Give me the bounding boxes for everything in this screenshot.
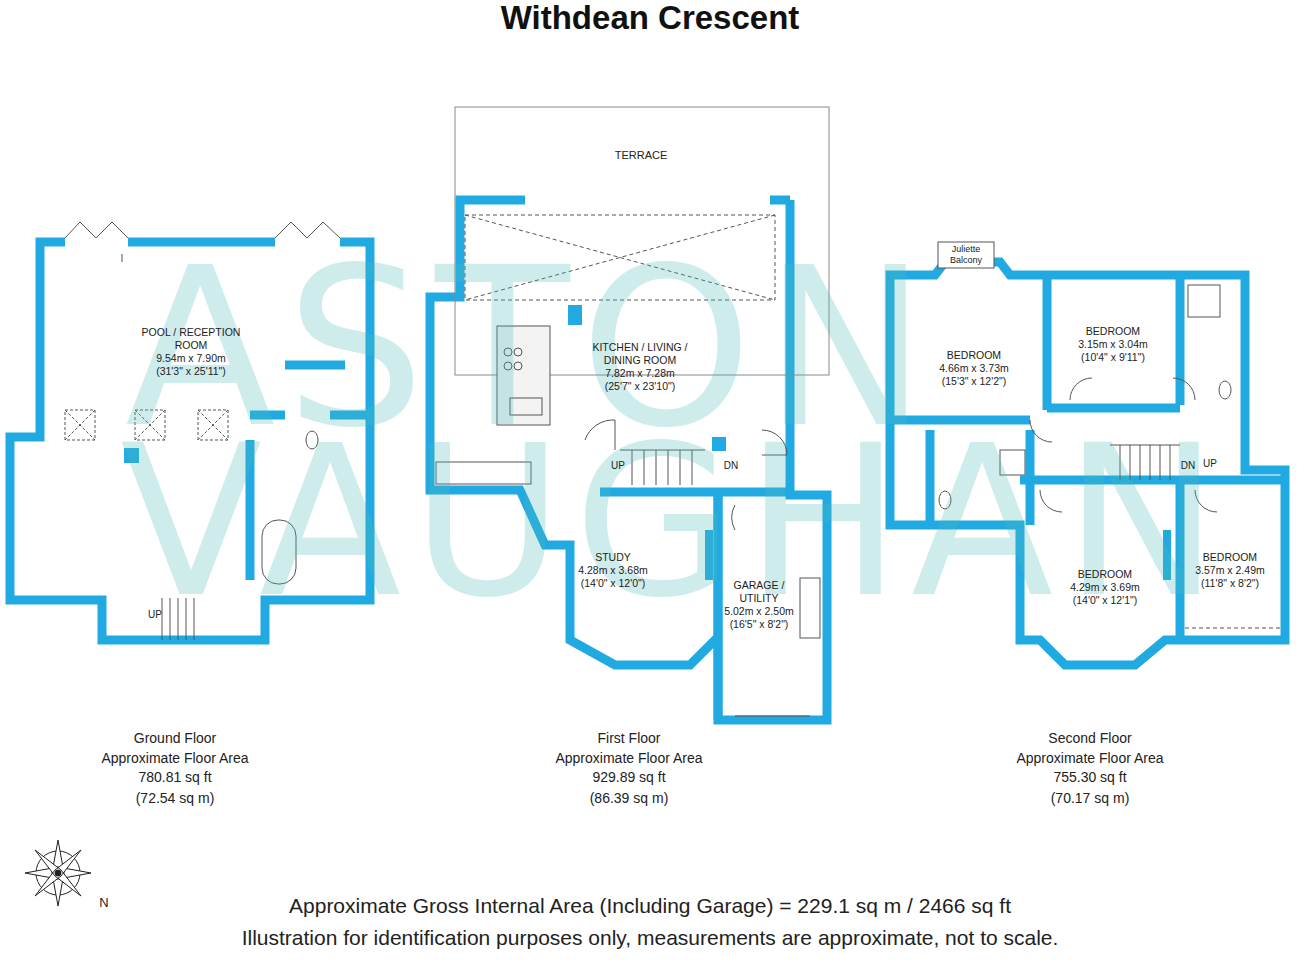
room-name: KITCHEN / LIVING / DINING ROOM (581, 341, 699, 367)
room-label: BEDROOM3.15m x 3.04m(10'4" x 9'11") (1058, 325, 1168, 364)
floor-area-value: (70.17 sq m) (1051, 790, 1130, 807)
floor-name: Ground Floor (134, 730, 216, 747)
room-dimension: (15'3" x 12'2") (919, 375, 1029, 388)
room-dimension: (16'5" x 8'2") (718, 618, 800, 631)
room-label: STUDY4.28m x 3.68m(14'0" x 12'0") (558, 551, 668, 590)
room-label: KITCHEN / LIVING / DINING ROOM7.82m x 7.… (581, 341, 699, 394)
room-name: BEDROOM (1182, 551, 1278, 564)
fixtures (25, 107, 1280, 906)
room-name: TERRACE (596, 149, 686, 163)
room-label: BEDROOM4.66m x 3.73m(15'3" x 12'2") (919, 349, 1029, 388)
compass-star (25, 840, 91, 906)
floor-area-value: 780.81 sq ft (138, 769, 211, 786)
floor-area-label: Approximate Floor Area (1016, 750, 1163, 767)
walls (10, 200, 1285, 720)
door-swing (1070, 378, 1092, 400)
door-swing (1173, 378, 1195, 400)
floor-area-value: (86.39 sq m) (590, 790, 669, 807)
room-dimension: 7.82m x 7.28m (581, 367, 699, 380)
terrace-label: TERRACE (596, 149, 686, 163)
floor-area-value: (72.54 sq m) (136, 790, 215, 807)
room-dimension: (31'3" x 25'11") (135, 365, 247, 378)
room-dimension: (14'0" x 12'1") (1050, 594, 1160, 607)
shower (1188, 285, 1220, 317)
room-label: POOL / RECEPTION ROOM9.54m x 7.90m(31'3"… (135, 326, 247, 379)
stair-label: UP (1203, 458, 1217, 470)
compass-centre (55, 870, 61, 876)
room-name: STUDY (558, 551, 668, 564)
compass (25, 840, 91, 906)
room-dimension: 3.15m x 3.04m (1058, 338, 1168, 351)
room-dimension: 4.28m x 3.68m (558, 564, 668, 577)
room-name: BEDROOM (1058, 325, 1168, 338)
balcony-label: Juliette Balcony (940, 244, 992, 267)
room-name: Juliette Balcony (940, 244, 992, 267)
room-label: GARAGE / UTILITY5.02m x 2.50m(16'5" x 8'… (718, 579, 800, 632)
room-name: POOL / RECEPTION ROOM (135, 326, 247, 352)
stair-label: UP (611, 460, 625, 472)
gross-area-caption: Approximate Gross Internal Area (Includi… (289, 893, 1011, 918)
room-dimension: 5.02m x 2.50m (718, 605, 800, 618)
stair-label: DN (1181, 460, 1195, 472)
stair-label: DN (724, 460, 738, 472)
floor-area-value: 929.89 sq ft (592, 769, 665, 786)
disclaimer: Illustration for identification purposes… (242, 925, 1059, 950)
arrow-tick (122, 254, 123, 262)
watermark: VAUGHAN (120, 418, 1229, 626)
floor-area-label: Approximate Floor Area (101, 750, 248, 767)
window (735, 716, 810, 717)
dashed-line (1185, 628, 1280, 629)
floor-area-label: Approximate Floor Area (555, 750, 702, 767)
floor-area-value: 755.30 sq ft (1053, 769, 1126, 786)
room-name: GARAGE / UTILITY (718, 579, 800, 605)
compass-north: N (99, 895, 108, 911)
room-label: BEDROOM3.57m x 2.49m(11'8" x 8'2") (1182, 551, 1278, 590)
floor-name: Second Floor (1048, 730, 1131, 747)
room-dimension: (11'8" x 8'2") (1182, 577, 1278, 590)
room-label: BEDROOM4.29m x 3.69m(14'0" x 12'1") (1050, 568, 1160, 607)
room-dimension: (14'0" x 12'0") (558, 577, 668, 590)
room-dimension: 9.54m x 7.90m (135, 352, 247, 365)
balcony-outline (938, 242, 994, 268)
room-dimension: 3.57m x 2.49m (1182, 564, 1278, 577)
bifold-door (275, 222, 340, 238)
toilet (1219, 381, 1231, 399)
room-dimension: (10'4" x 9'11") (1058, 351, 1168, 364)
room-dimension: (25'7" x 23'10") (581, 380, 699, 393)
room-name: BEDROOM (1050, 568, 1160, 581)
floor-name: First Floor (598, 730, 661, 747)
plan-title: Withdean Crescent (501, 0, 800, 38)
room-name: BEDROOM (919, 349, 1029, 362)
bifold-door (65, 222, 128, 238)
stair-label: UP (148, 609, 162, 621)
compass-star (35, 850, 81, 896)
room-dimension: 4.29m x 3.69m (1050, 581, 1160, 594)
room-dimension: 4.66m x 3.73m (919, 362, 1029, 375)
